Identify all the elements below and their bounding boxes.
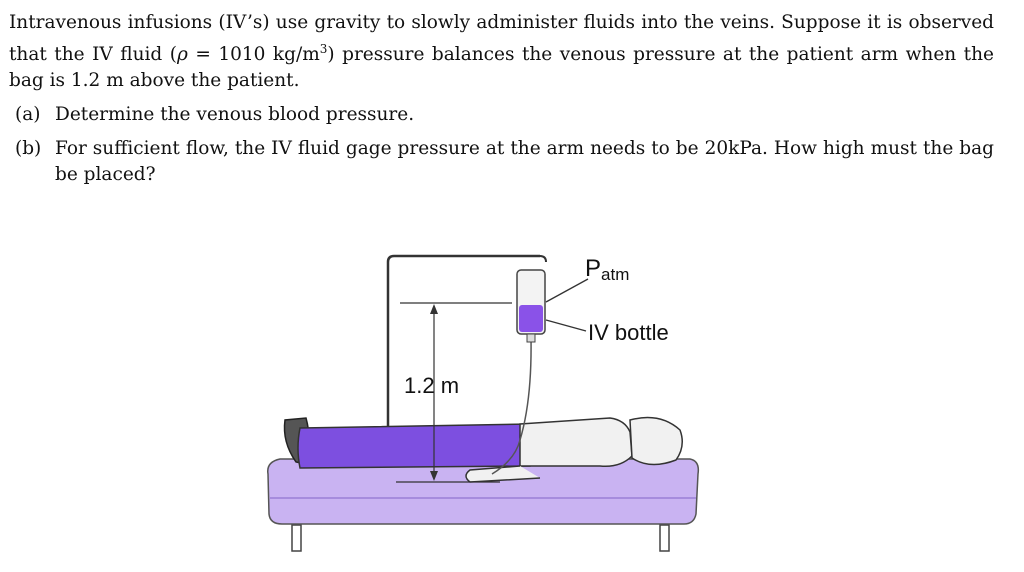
iv-hook: [539, 255, 547, 263]
arrow-down: [430, 471, 438, 481]
bed-leg-right: [659, 524, 670, 552]
patm-main: P: [585, 255, 601, 282]
part-a-label: (a): [15, 104, 41, 126]
iv-bottle-leader: [545, 319, 587, 332]
iv-bottle-label: IV bottle: [588, 320, 669, 345]
hospital-bed: [267, 458, 700, 552]
patient-pants: [297, 423, 531, 469]
bed-mattress: [267, 458, 700, 525]
density-value: = 1010 kg/m: [187, 44, 320, 66]
statement-part-2: ) pressure balances the venous pressure …: [9, 44, 994, 92]
part-b-text: For sufficient flow, the IV fluid gage p…: [55, 138, 994, 186]
rho-symbol: ρ: [176, 44, 188, 66]
arrow-up: [430, 304, 438, 314]
statement-part-1: Intravenous infusions (IV’s) use gravity…: [9, 12, 994, 66]
problem-statement: Intravenous infusions (IV’s) use gravity…: [9, 10, 994, 94]
iv-pole: [386, 254, 540, 428]
height-label: 1.2 m: [404, 373, 459, 398]
part-b: (b) For sufficient flow, the IV fluid ga…: [9, 136, 994, 188]
iv-bottle: [516, 269, 546, 343]
part-a-text: Determine the venous blood pressure.: [55, 104, 415, 126]
part-a: (a) Determine the venous blood pressure.: [9, 102, 994, 128]
height-dimension: [396, 302, 512, 483]
iv-tube: [491, 337, 532, 475]
part-b-label: (b): [15, 138, 42, 160]
bottle-fluid: [519, 305, 543, 332]
patm-label: Patm: [585, 255, 629, 284]
problem-text: Intravenous infusions (IV’s) use gravity…: [9, 10, 994, 188]
patm-leader: [545, 278, 589, 303]
patm-sub: atm: [601, 265, 629, 284]
patient: [283, 416, 683, 483]
density-exponent: 3: [319, 42, 328, 56]
patient-head: [629, 416, 683, 466]
patient-shirt: [519, 417, 633, 468]
bed-leg-left: [291, 524, 302, 552]
bottle-cap: [526, 333, 536, 343]
